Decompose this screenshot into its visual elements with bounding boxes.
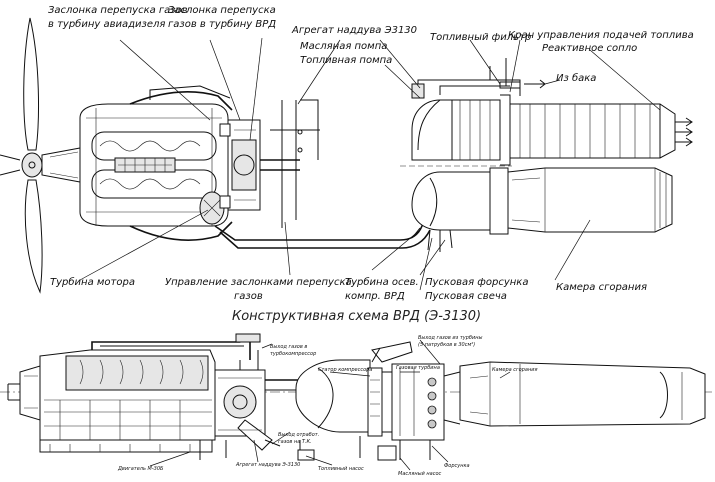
vrd-upper [411, 94, 693, 166]
label-vrd-turbine-2: компр. ВРД [345, 291, 405, 302]
label-compressor-stator: Статор компрессора [318, 367, 372, 373]
label-gas-turbine: Газовая турбина [396, 365, 440, 371]
top-plan-view [0, 17, 693, 294]
label-supercharger-side: Агрегат наддува Э-3130 [235, 462, 300, 468]
vrd-lower [411, 167, 673, 235]
label-chamber-side: Камера сгорания [492, 367, 538, 373]
label-fuel-pump-side: Топливный насос [318, 466, 364, 472]
label-bypass-aero-diesel: Заслонка перепуска газов [48, 5, 188, 16]
label-exhaust-tc: Выход газов в [270, 344, 307, 350]
label-exhaust-tc-2: турбокомпрессор [270, 351, 316, 357]
combustion-chamber-side [459, 361, 706, 427]
combustion-ring-side [391, 363, 461, 441]
label-flap-control: Управление заслонками перепуска [165, 277, 352, 288]
label-exhaust-turbine-2: (5 патрубков в 30см²) [418, 342, 475, 348]
label-injector-side: Форсунка [444, 463, 470, 469]
aero-diesel-engine [79, 103, 229, 227]
supercharger-unit [219, 119, 261, 211]
label-fuel-filter: Топливный фильтр [430, 32, 531, 43]
diagram-caption: Конструктивная схема ВРД (Э-3130) [232, 309, 481, 324]
label-bypass-vrd: Заслонка перепуска [168, 5, 276, 16]
label-exhaust-turbine: Выход газов из турбины [418, 335, 483, 341]
engine-block-side [39, 349, 216, 453]
label-bypass-vrd-2: газов в турбину ВРД [168, 18, 276, 30]
label-jet-nozzle: Реактивное сопло [542, 43, 637, 54]
label-oil-pump: Масляная помпа [300, 41, 387, 52]
label-combustion-chamber: Камера сгорания [556, 282, 647, 293]
side-view [0, 333, 715, 471]
label-motor-turbine: Турбина мотора [50, 276, 135, 288]
label-gas-outlet: Выход отработ. [278, 432, 319, 438]
label-fuel-pump: Топливная помпа [300, 55, 392, 66]
label-engine: Двигатель М-30Б [117, 466, 164, 472]
label-gas-outlet-2: газов на Т.К. [278, 439, 312, 445]
label-flap-control-2: газов [234, 291, 263, 302]
label-start-injector: Пусковая форсунка [425, 277, 528, 288]
label-supercharger: Агрегат наддува Э3130 [291, 25, 417, 36]
label-bypass-aero-diesel-2: в турбину авиадизеля [48, 18, 165, 30]
label-fuel-valve: Кран управления подачей топлива [508, 30, 694, 41]
label-oil-pump-side: Масляный насос [398, 471, 442, 477]
label-vrd-turbine: Турбина осев. [345, 276, 419, 288]
propeller [0, 17, 43, 294]
supercharger-side [214, 369, 281, 451]
label-from-tank: Из бака [556, 72, 596, 84]
label-start-plug: Пусковая свеча [425, 291, 507, 302]
vrd-compressor-side [295, 359, 393, 437]
